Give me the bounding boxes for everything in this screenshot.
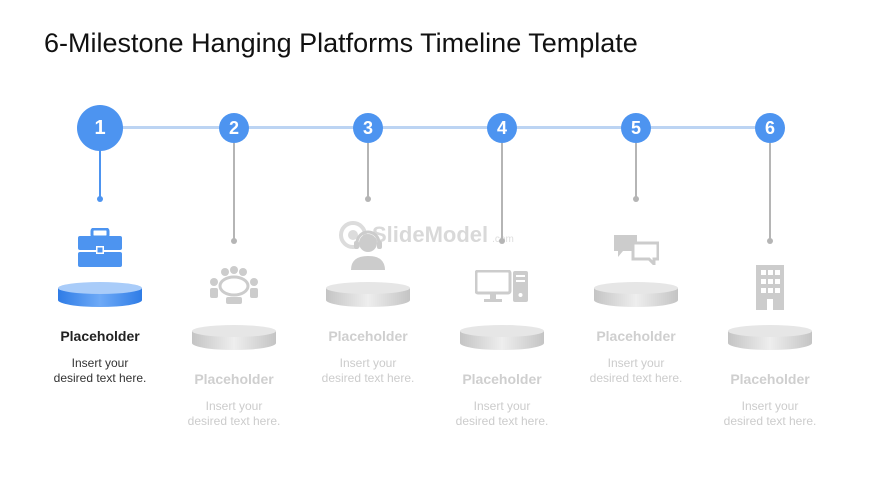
watermark-text: SlideModel [372,222,489,247]
placeholder-title: Placeholder [194,371,274,387]
placeholder-text-line: Insert your [473,399,531,413]
milestone-number-badge: 1 [77,105,123,151]
placeholder-title: Placeholder [60,328,140,344]
platform [728,325,812,350]
platform [460,325,544,350]
placeholder-text: Insert your desired text here. [690,399,850,429]
hang-line [501,143,503,241]
platform [326,282,410,307]
timeline-line [100,126,770,129]
platform [192,325,276,350]
milestone-number-badge: 5 [621,113,651,143]
chat-bubbles-icon [614,235,659,265]
placeholder-text-line: desired text here. [723,414,817,428]
placeholder-text-line: desired text here. [321,371,415,385]
placeholder-text-line: desired text here. [589,371,683,385]
hang-dot [97,196,103,202]
placeholder-text-line: Insert your [741,399,799,413]
milestone-number-badge: 2 [219,113,249,143]
hang-line [233,143,235,241]
placeholder-title: Placeholder [462,371,542,387]
placeholder-text-line: Insert your [607,356,665,370]
platform [58,282,142,307]
meeting-table-icon [210,266,258,304]
placeholder-text: Insert your desired text here. [288,356,448,386]
placeholder-text-line: desired text here. [53,371,147,385]
hang-dot [499,238,505,244]
placeholder-text: Insert your desired text here. [20,356,180,386]
milestone-number-badge: 3 [353,113,383,143]
placeholder-title: Placeholder [328,328,408,344]
hang-line [635,143,637,199]
hang-dot [231,238,237,244]
placeholder-text-line: Insert your [339,356,397,370]
placeholder-text: Insert your desired text here. [422,399,582,429]
hang-line [99,143,101,199]
hang-dot [633,196,639,202]
hang-line [769,143,771,241]
placeholder-text-line: Insert your [205,399,263,413]
milestone-number-badge: 6 [755,113,785,143]
briefcase-icon [78,228,122,267]
placeholder-text: Insert your desired text here. [556,356,716,386]
placeholder-title: Placeholder [596,328,676,344]
placeholder-text: Insert your desired text here. [154,399,314,429]
office-building-icon [756,265,784,310]
placeholder-text-line: desired text here. [455,414,549,428]
placeholder-title: Placeholder [730,371,810,387]
hang-line [367,143,369,199]
page-title: 6-Milestone Hanging Platforms Timeline T… [44,28,638,58]
platform [594,282,678,307]
support-agent-icon [351,230,385,270]
desktop-computer-icon [475,270,528,302]
hang-dot [767,238,773,244]
hang-dot [365,196,371,202]
placeholder-text-line: desired text here. [187,414,281,428]
placeholder-text-line: Insert your [71,356,129,370]
milestone-number-badge: 4 [487,113,517,143]
